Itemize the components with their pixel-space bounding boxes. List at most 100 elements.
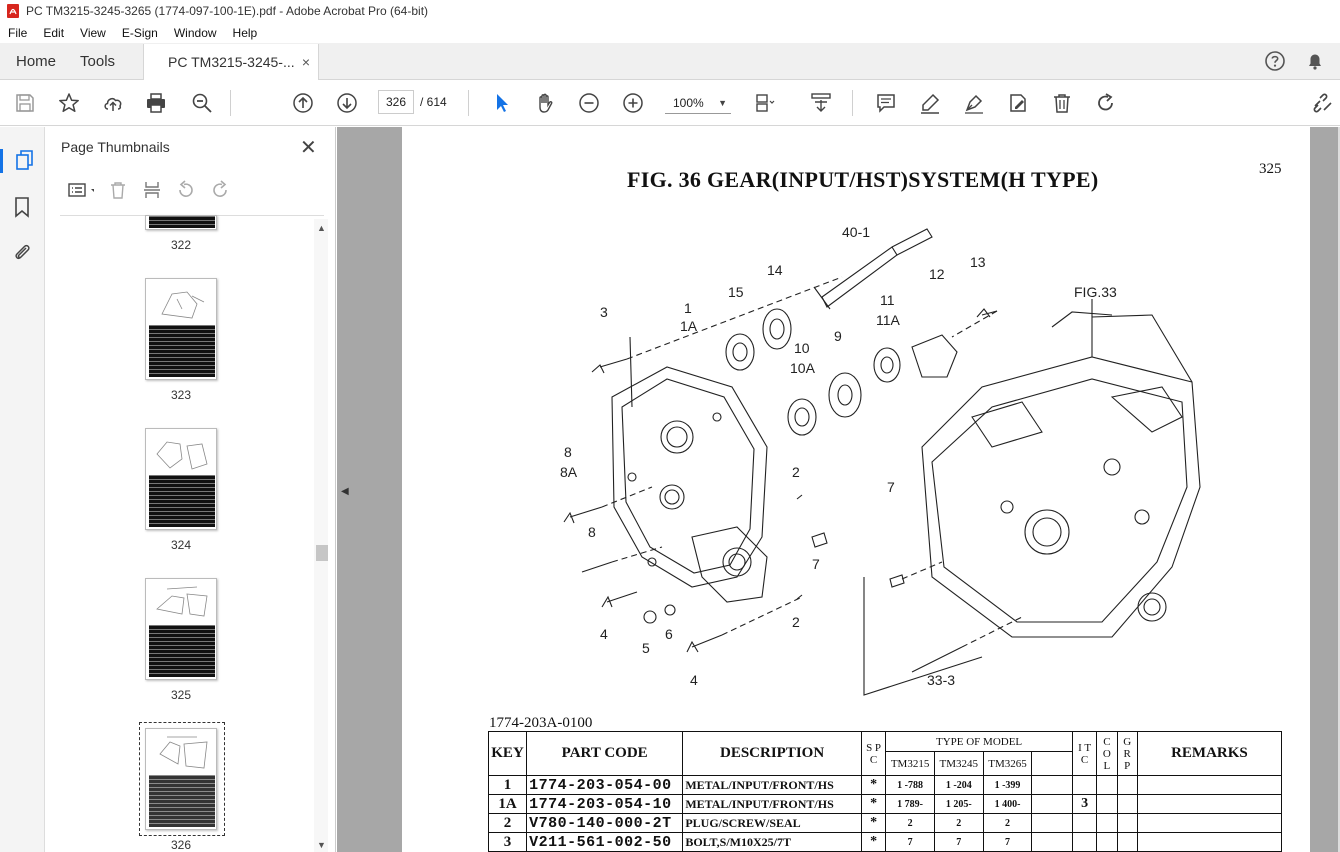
thumbnail-drawing <box>161 291 205 319</box>
edit-pdf-button[interactable] <box>1006 91 1030 115</box>
save-button[interactable] <box>13 91 37 115</box>
cell-empty <box>1096 813 1118 833</box>
callout-label: 5 <box>642 640 650 656</box>
thumbnail-page-325[interactable] <box>145 578 217 680</box>
printer-icon <box>147 93 165 113</box>
next-page-button[interactable] <box>335 91 359 115</box>
thumbnail-table <box>149 216 215 228</box>
collapse-panel-arrow-icon[interactable]: ◀ <box>341 486 349 497</box>
menu-help[interactable]: Help <box>232 25 258 40</box>
cell-itc <box>1071 775 1098 795</box>
thumbnail-page-324[interactable] <box>145 428 217 530</box>
share-link-icon <box>1313 93 1332 113</box>
zoom-out-button[interactable] <box>577 91 601 115</box>
cell-model-qty: 2 <box>933 813 984 833</box>
header-itc: I T C <box>1071 731 1098 776</box>
rotate-button[interactable] <box>1094 91 1118 115</box>
cell-empty <box>1096 794 1118 814</box>
attachments-nav-button[interactable] <box>11 241 33 263</box>
zoom-level-select[interactable]: 100% ▼ <box>665 92 731 114</box>
cell-remarks <box>1136 794 1283 814</box>
pages-icon <box>16 150 33 170</box>
scroll-mode-button[interactable] <box>809 91 833 115</box>
thumbnail-drawing <box>156 441 208 470</box>
scroll-page-icon <box>811 93 831 112</box>
callout-label: 8A <box>560 464 578 480</box>
callout-label: 3 <box>600 304 608 320</box>
print-button[interactable] <box>144 91 168 115</box>
toolbar-separator <box>852 90 853 116</box>
exploded-parts-drawing: 40-1 14 15 3 1 1A 10 10A 9 11 11A 12 13 … <box>560 224 1201 696</box>
page-thumbnails-nav-button[interactable] <box>0 149 45 173</box>
cell-part-code: V211-561-002-50 <box>526 832 684 852</box>
plus-circle-icon <box>623 93 643 113</box>
close-panel-button[interactable]: ✕ <box>300 137 317 159</box>
menu-file[interactable]: File <box>8 25 28 40</box>
callout-label: 9 <box>834 328 842 344</box>
close-tab-button[interactable]: × <box>301 54 311 70</box>
cell-empty <box>1116 832 1138 852</box>
rotate-counterclockwise-icon[interactable] <box>176 180 196 200</box>
hand-tool-button[interactable] <box>533 91 557 115</box>
callout-label: 8 <box>588 524 596 540</box>
cloud-upload-icon <box>104 97 122 111</box>
zoom-in-button[interactable] <box>621 91 645 115</box>
thumbnail-page-326[interactable] <box>145 728 217 830</box>
callout-label: 1A <box>680 318 698 334</box>
cell-part-code: V780-140-000-2T <box>526 813 684 833</box>
page-number-input[interactable]: 326 <box>378 90 414 114</box>
menu-edit[interactable]: Edit <box>43 25 65 40</box>
zoom-search-button[interactable] <box>190 91 214 115</box>
highlight-button[interactable] <box>918 91 942 115</box>
cell-empty <box>1031 794 1073 814</box>
cell-model-qty: 1 -788 <box>885 775 935 795</box>
menu-window[interactable]: Window <box>173 25 217 40</box>
pen-nib-icon <box>965 94 983 114</box>
upload-button[interactable] <box>101 91 125 115</box>
callout-label: 10A <box>790 360 816 376</box>
tab-home[interactable]: Home <box>16 52 57 70</box>
extract-pages-icon[interactable] <box>142 180 162 200</box>
bookmarks-nav-button[interactable] <box>11 196 33 218</box>
comment-button[interactable] <box>874 91 898 115</box>
tab-document[interactable]: PC TM3215-3245-... × <box>143 44 320 80</box>
scroll-up-arrow-icon[interactable]: ▲ <box>317 223 326 233</box>
thumbnail-page-323[interactable] <box>145 278 217 380</box>
thumbnails-scrollbar-thumb[interactable] <box>316 545 328 561</box>
rotate-clockwise-icon <box>1098 93 1113 111</box>
panel-toolbar <box>60 177 322 203</box>
scroll-down-arrow-icon[interactable]: ▼ <box>317 840 326 850</box>
share-link-button[interactable] <box>1310 91 1334 115</box>
delete-button[interactable] <box>1050 91 1074 115</box>
cell-remarks <box>1136 775 1283 795</box>
sign-button[interactable] <box>962 91 986 115</box>
thumbnail-label: 326 <box>170 838 192 852</box>
tab-tools[interactable]: Tools <box>80 52 116 70</box>
callout-label: 1 <box>684 300 692 316</box>
menu-esign[interactable]: E-Sign <box>121 25 158 40</box>
delete-pages-icon[interactable] <box>108 180 128 200</box>
figure-title: FIG. 36 GEAR(INPUT/HST)SYSTEM(H TYPE) <box>627 167 1099 192</box>
rotate-clockwise-icon[interactable] <box>210 180 230 200</box>
cell-spc: * <box>860 794 887 814</box>
help-icon[interactable] <box>1264 50 1286 72</box>
selected-thumbnail-frame <box>139 722 225 836</box>
cell-model-qty: 1 -399 <box>982 775 1033 795</box>
toolbar-separator <box>468 90 469 116</box>
cell-description: PLUG/SCREW/SEAL <box>682 813 862 833</box>
menu-view[interactable]: View <box>80 25 106 40</box>
main-toolbar <box>0 80 1340 126</box>
previous-page-button[interactable] <box>291 91 315 115</box>
thumbnails-scrollbar[interactable] <box>314 219 328 852</box>
arrow-up-circle-icon <box>293 93 313 113</box>
cell-model-qty: 1 400- <box>982 794 1033 814</box>
thumbnail-page-322[interactable] <box>145 215 217 230</box>
thumbnail-label: 322 <box>170 238 192 252</box>
thumbnail-table <box>149 775 215 827</box>
header-key: KEY <box>487 731 528 776</box>
bookmark-star-button[interactable] <box>57 91 81 115</box>
notifications-bell-icon[interactable] <box>1304 50 1326 72</box>
select-tool-button[interactable] <box>490 91 514 115</box>
options-menu-icon[interactable] <box>60 180 94 200</box>
page-display-button[interactable] <box>752 91 776 115</box>
